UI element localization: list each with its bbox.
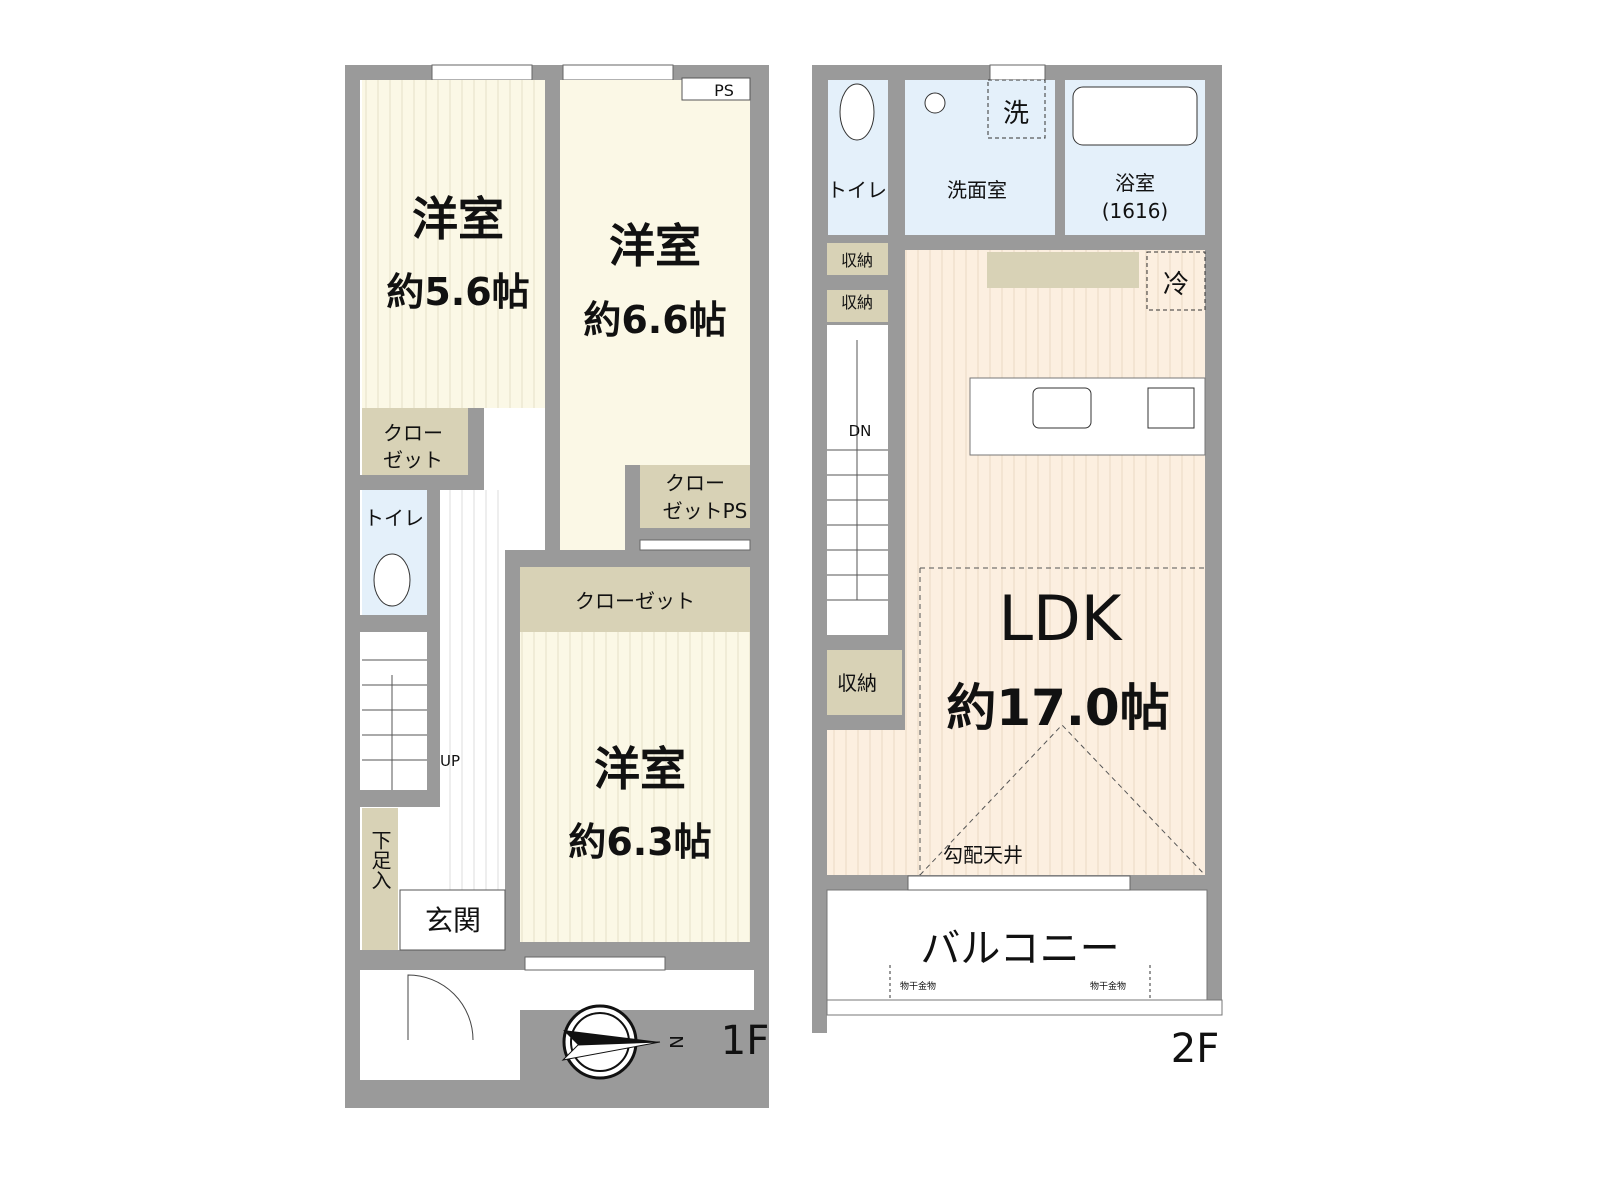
closet-label: クロー [383, 421, 443, 445]
ldk [905, 250, 1205, 875]
storage-label: 収納 [841, 293, 873, 312]
pipe-space [681, 77, 751, 101]
western-room-5-6 [362, 80, 545, 408]
stairs-label: DN [849, 422, 872, 440]
closet [362, 408, 468, 475]
stairs-icon [362, 659, 427, 790]
balcony-label: バルコニー [920, 926, 1119, 972]
ps-label: PS [714, 81, 734, 100]
entrance-label: 玄関 [425, 904, 481, 937]
ceiling-label: 勾配天井 [943, 843, 1023, 867]
toilet-icon [373, 553, 411, 607]
compass-icon [561, 1004, 661, 1080]
storage [827, 243, 888, 275]
washer-label: 洗 [1003, 99, 1029, 129]
room-name: 洋室 [412, 192, 504, 246]
toilet-label: トイレ [827, 178, 887, 202]
clothes-hanger-label: 物干金物 [900, 980, 936, 992]
stairs-1f [362, 632, 427, 790]
room-area: 約6.6帖 [583, 298, 726, 342]
entrance [399, 889, 506, 951]
ldk-name: LDK [999, 582, 1123, 655]
storage-label: 収納 [841, 251, 873, 270]
shoe-cabinet [362, 808, 398, 950]
western-room-6-3 [520, 632, 750, 942]
room-area: 約6.3帖 [568, 820, 711, 864]
room-area: 約5.6帖 [386, 270, 529, 314]
hallway [440, 490, 505, 890]
floor-label-2f: 2F [1171, 1026, 1219, 1072]
storage [827, 290, 888, 322]
closet-large [520, 567, 750, 632]
door-icon [407, 974, 474, 1041]
ldk-area: 約17.0帖 [946, 679, 1169, 737]
storage-label: 収納 [837, 671, 877, 695]
sloped-ceiling-lines [919, 567, 1206, 876]
clothes-hanger-label: 物干金物 [1090, 980, 1126, 992]
stove-icon [1147, 387, 1195, 429]
balcony [826, 889, 1208, 1001]
washroom-label: 洗面室 [947, 178, 1007, 202]
closet-label: ゼットPS [663, 499, 748, 523]
stairs-label: UP [440, 752, 460, 770]
closet-label: ゼット [383, 448, 443, 472]
sink-icon [924, 92, 946, 114]
washer-space [987, 79, 1046, 139]
floor-2: バルコニー 物干金物 物干金物 トイレ 収納 収納 洗 洗面室 浴室 (1616… [812, 64, 1223, 1072]
stairs-icon [827, 340, 888, 601]
porch [360, 960, 520, 1080]
closet-ps [640, 465, 750, 528]
kitchen-counter [987, 252, 1139, 288]
shoe-cabinet-label: 下足入 [368, 830, 392, 890]
toilet-icon [839, 83, 875, 141]
floor-1: 洋室 約5.6帖 クロー ゼットPS PS 洋室 約6.6帖 クロー ゼット ト… [345, 64, 769, 1108]
compass-north-label: N [665, 1035, 686, 1048]
sink-icon [1032, 387, 1092, 429]
room-name: 洋室 [609, 219, 701, 273]
toilet-label: トイレ [364, 506, 424, 530]
closet-label: クロー [665, 471, 725, 495]
storage [827, 650, 902, 715]
bath-label: 浴室 [1115, 171, 1155, 195]
bathtub-icon [1072, 86, 1198, 146]
closet-label: クローゼット [575, 589, 695, 613]
bath-size: (1616) [1102, 199, 1169, 223]
room-name: 洋室 [594, 742, 686, 796]
fridge-space [1146, 251, 1206, 311]
fridge-label: 冷 [1163, 270, 1189, 300]
floor-label-1f: 1F [721, 1018, 769, 1064]
